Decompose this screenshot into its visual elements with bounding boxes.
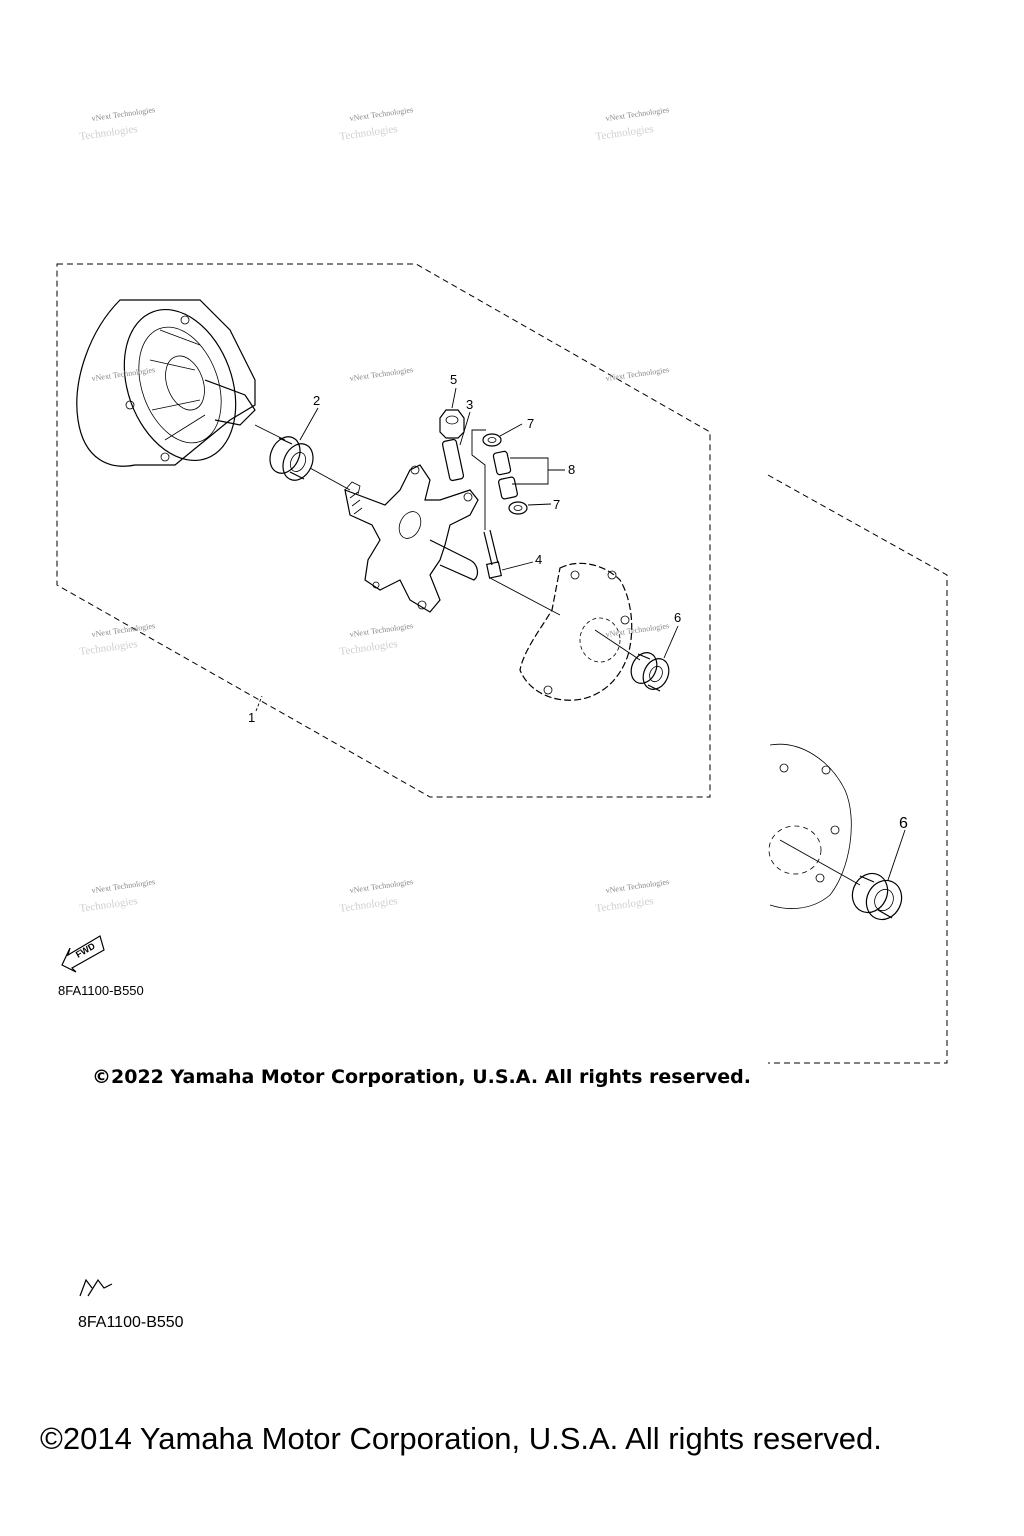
watermark-text: Technologies — [339, 123, 399, 143]
callout-4: 4 — [535, 552, 542, 567]
collar-icon — [498, 476, 518, 500]
callout-3: 3 — [466, 397, 473, 412]
nut-icon — [439, 409, 465, 439]
callout-8: 8 — [568, 462, 575, 477]
watermark-grid: vNext Technologies vNext Technologies vN… — [79, 105, 670, 915]
diagram-code-upper: 8FA1100-B550 — [58, 983, 144, 998]
clutch-sheave-icon — [76, 299, 256, 467]
callout-1: 1 — [248, 710, 255, 725]
watermark-text: Technologies — [339, 895, 399, 915]
callout-2: 2 — [313, 393, 320, 408]
watermark-text: Technologies — [595, 895, 655, 915]
callout-6-large: 6 — [899, 815, 908, 832]
watermark-text: vNext Technologies — [349, 621, 414, 639]
fwd-arrow-icon — [79, 1278, 113, 1297]
watermark-text: vNext Technologies — [605, 365, 670, 383]
watermark-text: vNext Technologies — [91, 877, 156, 895]
callout-6-small: 6 — [674, 610, 681, 625]
spider-icon — [344, 464, 479, 613]
watermark-text: vNext Technologies — [91, 105, 156, 123]
watermark-text: vNext Technologies — [605, 621, 670, 639]
watermark-text: Technologies — [339, 638, 399, 658]
bushing-icon — [269, 436, 314, 481]
pin-icon — [441, 438, 465, 482]
watermark-text: vNext Technologies — [605, 105, 670, 123]
washer-icon — [482, 433, 502, 447]
watermark-text: vNext Technologies — [91, 621, 156, 639]
bushing-icon — [851, 872, 903, 921]
callout-5: 5 — [450, 372, 457, 387]
bolt-icon — [483, 529, 503, 579]
watermark-text: Technologies — [79, 123, 139, 143]
watermark-text: Technologies — [79, 638, 139, 658]
watermark-text: vNext Technologies — [605, 877, 670, 895]
background-assembly-frame — [767, 474, 948, 1064]
copyright-upper: ©2022 Yamaha Motor Corporation, U.S.A. A… — [92, 1066, 751, 1088]
diagram-code-lower: 8FA1100-B550 — [78, 1314, 184, 1331]
watermark-text: vNext Technologies — [349, 105, 414, 123]
bushing-icon — [630, 652, 670, 692]
watermark-text: vNext Technologies — [349, 877, 414, 895]
assembly-boundary — [56, 263, 711, 798]
sheave-plate-icon — [519, 562, 633, 701]
copyright-lower: ©2014 Yamaha Motor Corporation, U.S.A. A… — [40, 1421, 882, 1456]
fwd-label: FWD — [74, 941, 97, 960]
fwd-arrow-icon: FWD — [61, 935, 105, 973]
washer-icon — [508, 501, 528, 515]
watermark-text: Technologies — [79, 895, 139, 915]
callout-7-lower: 7 — [553, 497, 560, 512]
watermark-text: Technologies — [595, 123, 655, 143]
watermark-text: vNext Technologies — [349, 365, 414, 383]
callout-7-upper: 7 — [527, 416, 534, 431]
watermark-text: vNext Technologies — [91, 365, 156, 383]
collar-icon — [492, 450, 512, 476]
